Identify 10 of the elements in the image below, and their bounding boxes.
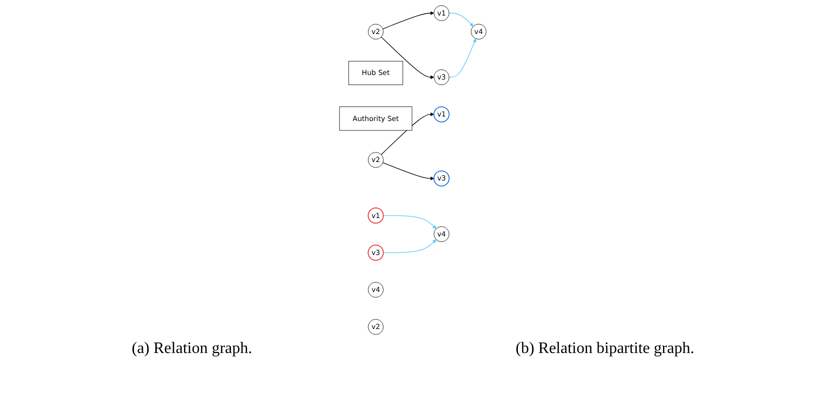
- arrow: [448, 12, 474, 26]
- figure-caption: (b) Relation bipartite graph.: [516, 340, 694, 358]
- arrow: [382, 11, 434, 30]
- arrow: [381, 112, 434, 155]
- arrow: [381, 36, 434, 80]
- arrow: [382, 162, 434, 180]
- figure-caption: (a) Relation graph.: [132, 340, 252, 358]
- arrow: [448, 38, 476, 78]
- arrow: [383, 215, 436, 229]
- arrow: [383, 239, 436, 254]
